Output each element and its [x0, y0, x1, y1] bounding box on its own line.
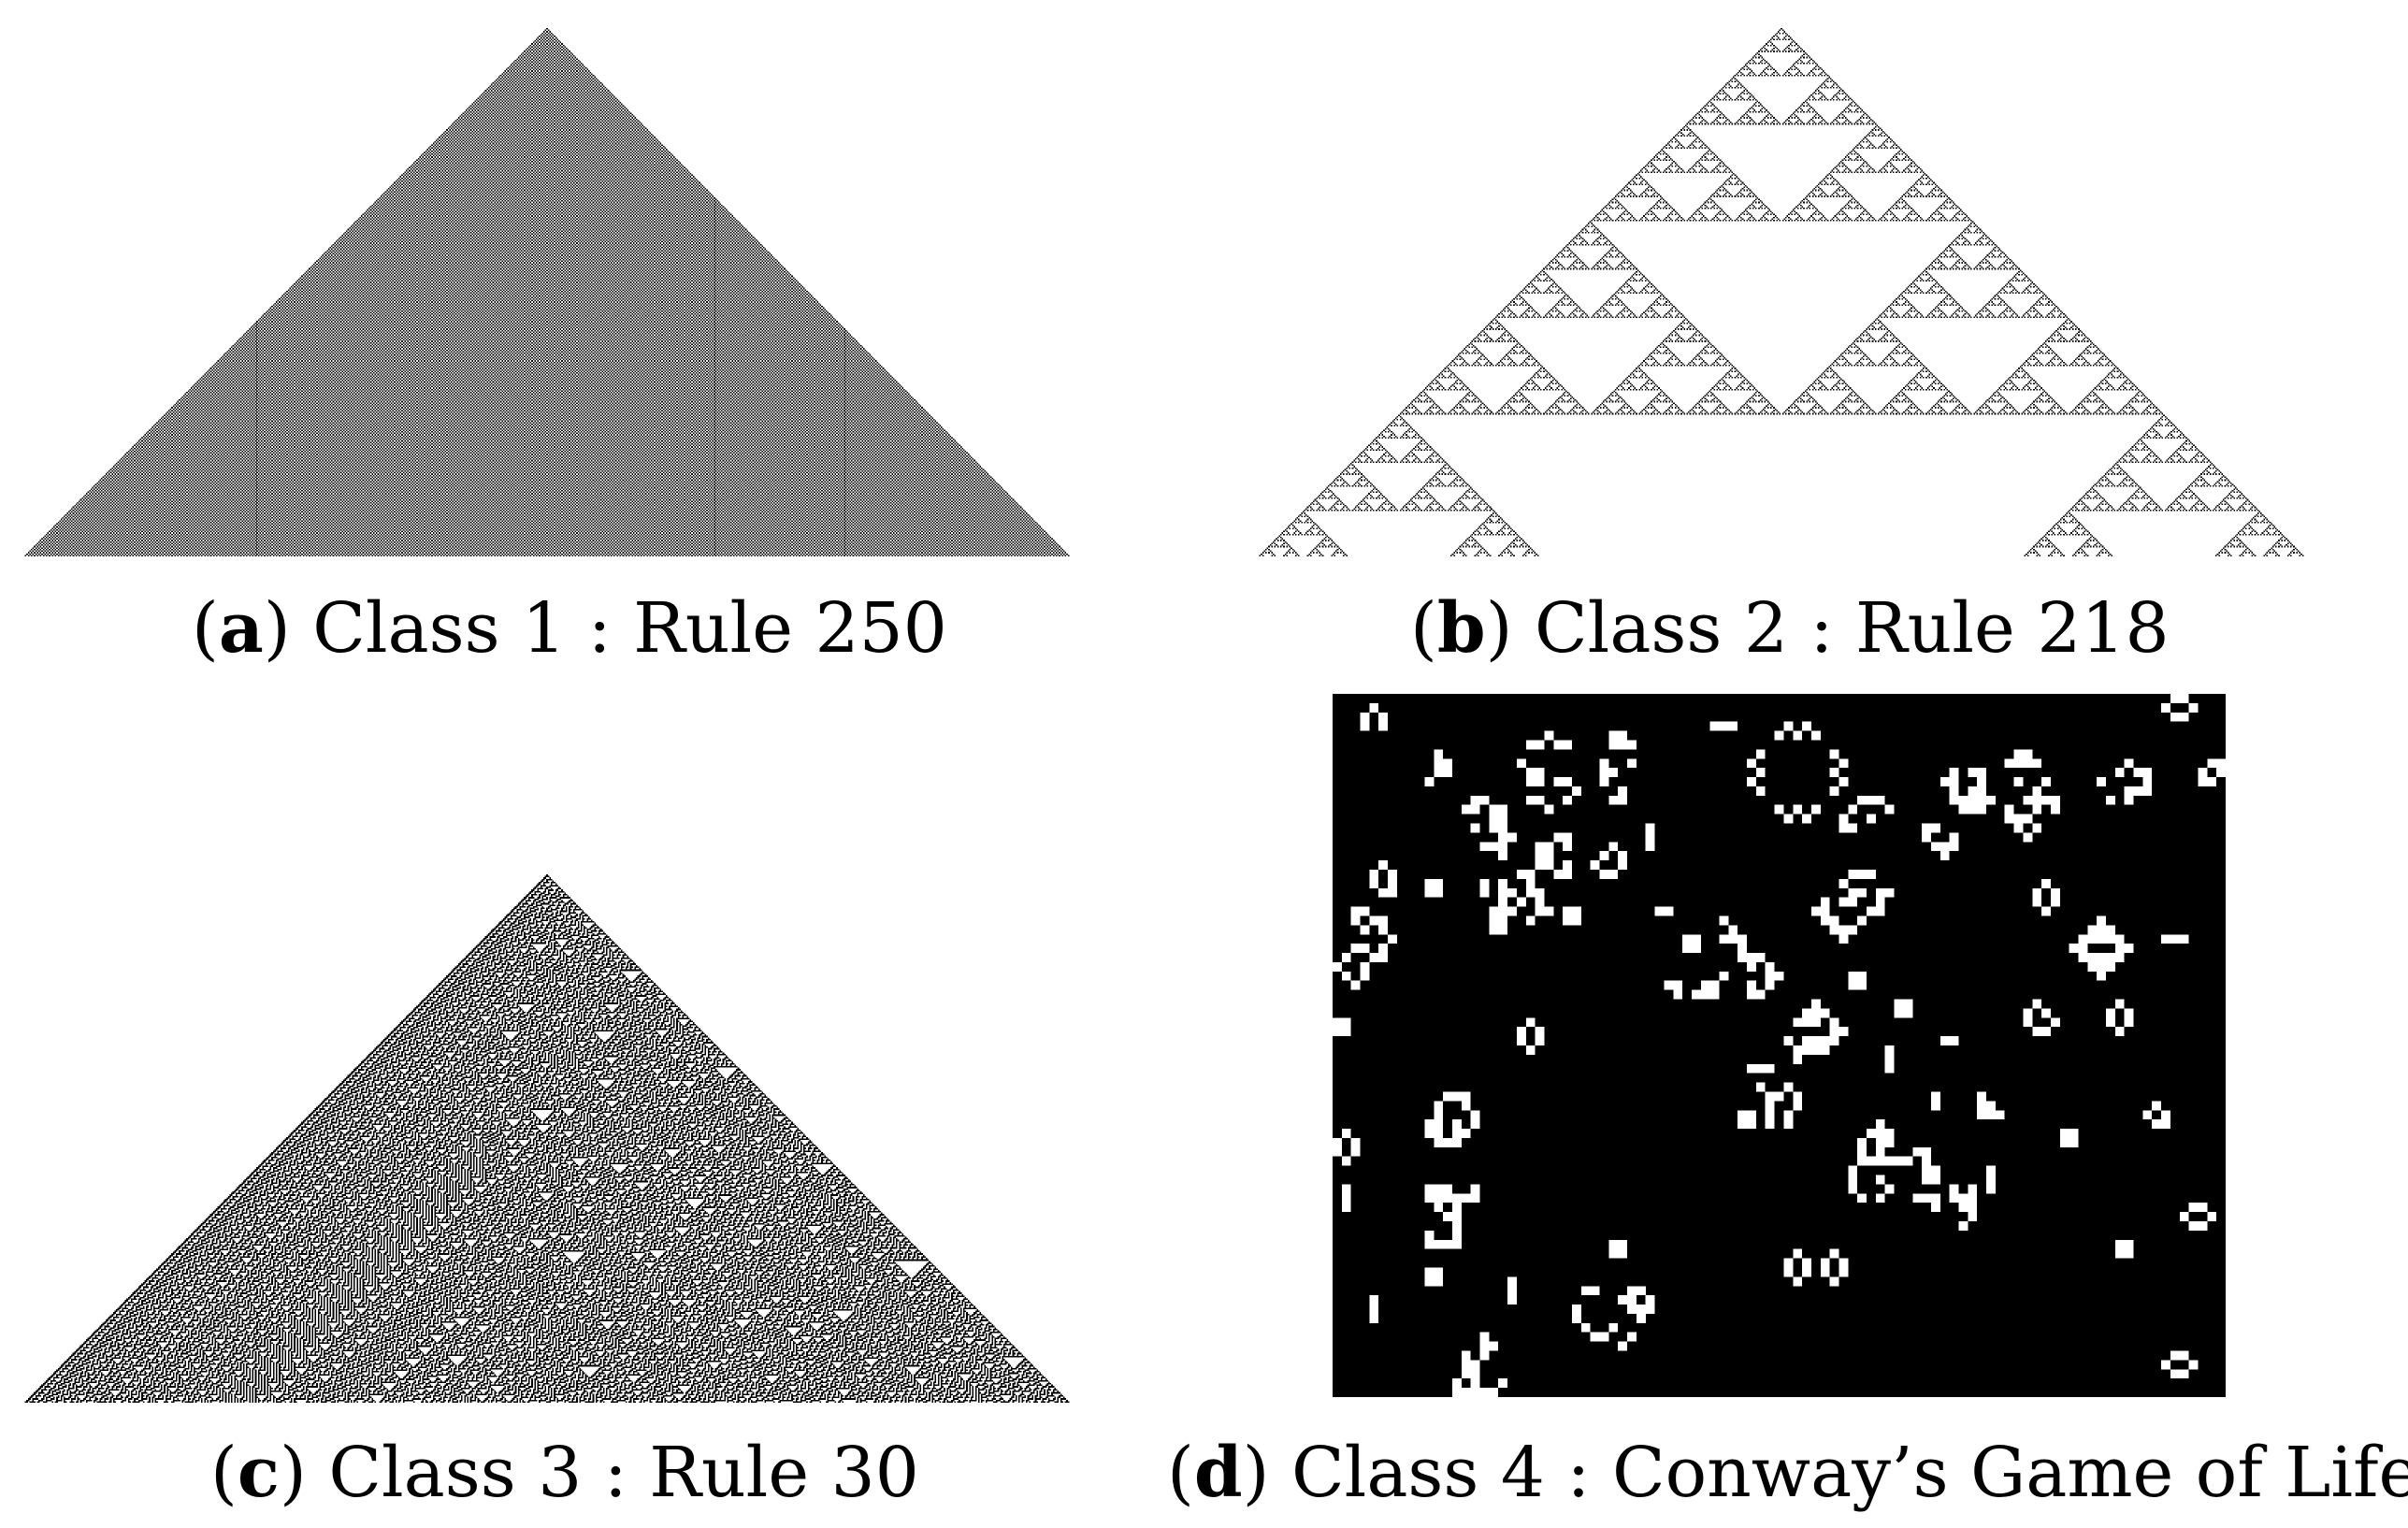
- caption-c-text: Class 3 : Rule 30: [328, 1433, 919, 1513]
- caption-c: (c) Class 3 : Rule 30: [210, 1433, 919, 1513]
- caption-d-text: Class 4 : Conway’s Game of Life: [1291, 1433, 2408, 1513]
- panel-d: [1333, 694, 2226, 1397]
- caption-a: (a) Class 1 : Rule 250: [192, 588, 947, 669]
- panel-b: [1258, 28, 2305, 556]
- rule-250-pattern: [24, 28, 1070, 556]
- panel-c: [23, 874, 1071, 1403]
- life-live-cells: [1333, 694, 2226, 1397]
- caption-d: (d) Class 4 : Conway’s Game of Life: [1167, 1438, 2408, 1507]
- caption-c-letter: c: [237, 1433, 280, 1513]
- automaton-cells: [1259, 28, 2304, 556]
- caption-a-text: Class 1 : Rule 250: [312, 588, 947, 669]
- caption-b: (b) Class 2 : Rule 218: [1410, 588, 2170, 669]
- panel-a: [23, 28, 1071, 556]
- automaton-cells: [24, 874, 1070, 1403]
- caption-a-letter: a: [218, 588, 264, 669]
- rule-30-pattern: [24, 874, 1070, 1403]
- automaton-cells: [24, 28, 1070, 556]
- life-background: [1333, 694, 2226, 1397]
- caption-d-letter: d: [1193, 1433, 1243, 1513]
- game-of-life-grid: [1333, 694, 2226, 1397]
- caption-b-text: Class 2 : Rule 218: [1535, 588, 2170, 669]
- caption-b-letter: b: [1436, 588, 1486, 669]
- rule-218-pattern: [1259, 28, 2304, 556]
